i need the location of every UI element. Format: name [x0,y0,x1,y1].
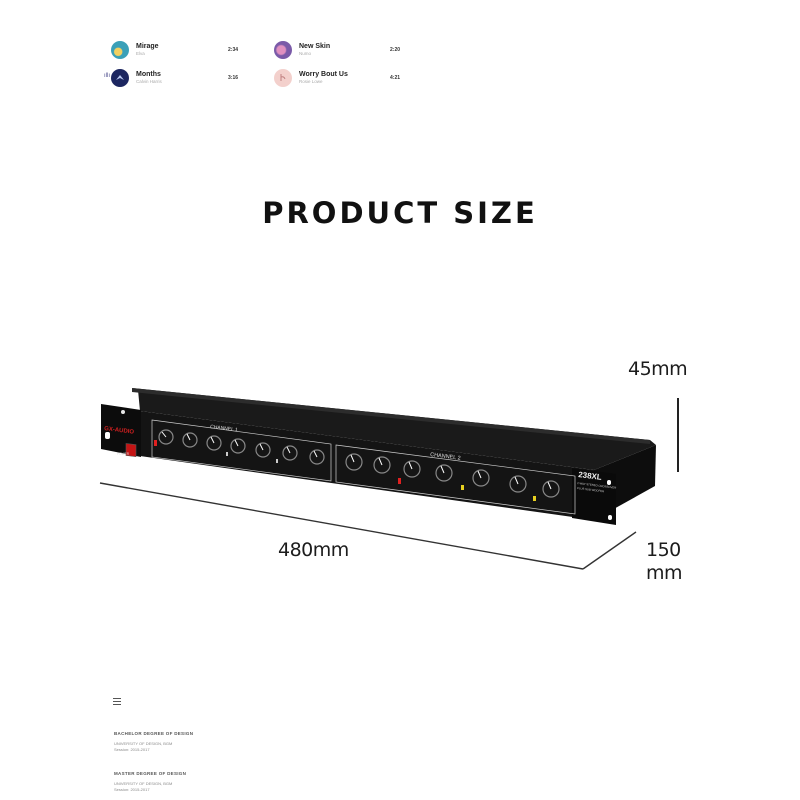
width-dimension-line [99,482,584,570]
playlist-item[interactable]: New Skin Numo [274,41,330,59]
rack-ear-left [101,404,141,457]
track-artist: Elva [136,51,145,57]
width-label: 480mm [278,539,349,561]
depth-unit-label: mm [646,562,683,584]
brand-label: GX-AUDIO [104,426,135,436]
album-thumbnail [111,41,129,59]
model-label: 238XL [578,470,603,482]
rack-ear-right [572,468,616,525]
track-duration: 2:20 [390,47,401,53]
track-duration: 3:16 [228,75,239,81]
hamburger-menu-icon[interactable] [113,698,121,705]
equalizer-icon: ıllı [104,73,110,79]
front-panel [140,411,594,520]
track-duration: 4:21 [390,75,401,81]
model-description-2: PLUS SUB WOOFER [577,486,604,493]
power-switch [125,443,137,458]
track-duration: 2:34 [228,47,239,53]
channel-2-label: CHANNEL 2 [430,452,461,462]
playlist-item[interactable]: Worry Bout Us Rosie Lowe [274,69,348,87]
channel-2-knobs [345,453,560,501]
chassis-top [132,388,656,470]
album-thumbnail [111,69,129,87]
track-artist: Calvin Harris [136,79,162,85]
education-degree: BACHELOR DEGREE OF DESIGN [114,731,194,736]
power-label: POWER [117,452,130,456]
channel-1-knobs [154,429,325,465]
education-degree: MASTER DEGREE OF DESIGN [114,771,187,776]
track-title: Months [136,71,161,79]
depth-value-label: 150 [646,539,681,561]
education-school: UNIVERSITY OF DESIGN, BGM [114,781,173,786]
power-led [121,410,125,414]
album-thumbnail [274,69,292,87]
playlist-item[interactable]: Months Calvin Harris [111,69,162,87]
page-title: PRODUCT SIZE [262,196,538,230]
track-artist: Rosie Lowe [299,79,323,85]
height-label: 45mm [628,358,688,380]
track-title: Worry Bout Us [299,71,348,79]
playlist-item[interactable]: Mirage Elva [111,41,159,59]
model-description-1: 2-WAY STEREO CROSSOVER [577,481,617,490]
education-session: Session: 2015-2017 [114,747,150,752]
education-school: UNIVERSITY OF DESIGN, BGM [114,741,173,746]
album-thumbnail [274,41,292,59]
track-title: Mirage [136,43,159,51]
channel-1-label: CHANNEL 1 [210,424,239,433]
track-title: New Skin [299,43,331,51]
education-session: Session: 2015-2017 [114,787,150,792]
track-artist: Numo [299,51,312,57]
depth-dimension-line [582,531,637,570]
